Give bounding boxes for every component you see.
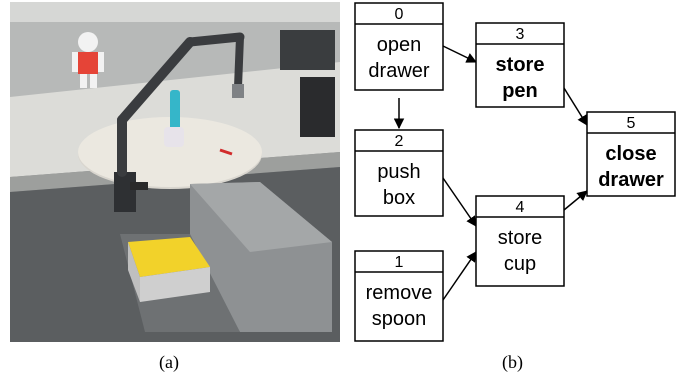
task-node-box <box>354 129 444 217</box>
task-graph: 0 open drawer 3 store pen 2 push box 5 close drawer… <box>354 2 676 342</box>
task-node-1: 1 remove spoon <box>354 250 444 342</box>
task-node-id: 4 <box>516 199 525 216</box>
task-node-4: 4 store cup <box>475 195 565 287</box>
edge-1-to-4 <box>442 251 477 301</box>
edge-3-to-5 <box>563 87 588 126</box>
task-node-box <box>354 250 444 342</box>
task-node-label: spoon <box>372 308 427 330</box>
task-node-0: 0 open drawer <box>354 2 444 91</box>
task-node-label: remove <box>366 282 433 304</box>
edge-0-to-3 <box>442 45 477 63</box>
task-node-label: drawer <box>368 60 429 82</box>
task-node-box <box>475 22 565 108</box>
task-node-3: 3 store pen <box>475 22 565 108</box>
task-node-id: 5 <box>627 115 636 132</box>
edge-2-to-4 <box>442 177 477 227</box>
task-node-label: open <box>377 34 422 56</box>
task-node-5: 5 close drawer <box>586 111 676 197</box>
caption-a: (a) <box>159 352 179 372</box>
task-node-2: 2 push box <box>354 129 444 217</box>
task-node-label: close <box>605 143 656 165</box>
task-node-box <box>586 111 676 197</box>
task-node-label: drawer <box>598 169 664 191</box>
task-node-id: 3 <box>516 26 525 43</box>
task-node-box <box>354 2 444 91</box>
robot-arm-photo <box>10 2 340 342</box>
task-node-id: 2 <box>395 133 404 150</box>
humanoid-robot <box>72 32 104 88</box>
task-node-id: 0 <box>395 6 404 23</box>
task-node-label: store <box>496 54 545 76</box>
task-node-label: cup <box>504 253 536 275</box>
task-node-label: pen <box>502 80 538 102</box>
caption-b: (b) <box>502 352 523 372</box>
task-node-id: 1 <box>395 254 404 271</box>
task-node-label: push <box>377 161 420 183</box>
edge-4-to-5 <box>563 190 588 211</box>
task-node-label: box <box>383 187 415 209</box>
task-node-label: store <box>498 227 542 249</box>
task-node-box <box>475 195 565 287</box>
